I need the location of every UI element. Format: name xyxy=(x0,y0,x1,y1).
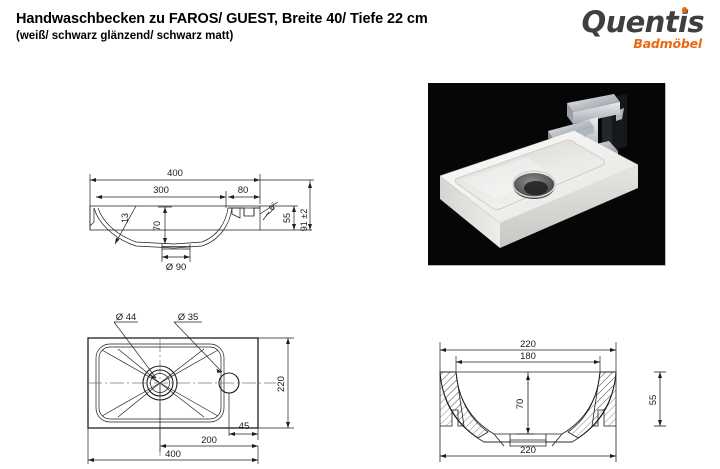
dim-side-depth-bottom: 220 xyxy=(520,445,536,456)
drain-rim-icon xyxy=(512,170,556,198)
faucet-spout-left-icon xyxy=(567,103,573,124)
dim-bowl-depth: 70 xyxy=(152,221,162,231)
dim-wall-thickness: 13 xyxy=(120,213,130,223)
page-title: Handwaschbecken zu FAROS/ GUEST, Breite … xyxy=(16,11,428,27)
drawing-plan-view: Ø 44 Ø 35 220 45 200 400 xyxy=(62,306,342,466)
dim-shelf-width: 80 xyxy=(238,185,249,196)
section-left-foot xyxy=(439,371,465,427)
basin-edge-line-icon xyxy=(499,164,639,224)
faucet-spout-front-icon xyxy=(573,102,620,124)
section-right-foot xyxy=(591,371,617,427)
document-header: Handwaschbecken zu FAROS/ GUEST, Breite … xyxy=(16,10,486,44)
dim-plan-width: 400 xyxy=(165,449,181,460)
drain-hole-icon xyxy=(524,181,548,195)
brand-logo: Quentis Badmöbel xyxy=(518,7,705,54)
dim-side-bowl-depth: 70 xyxy=(515,399,526,410)
drawing-front-section: 400 300 80 13 70 Ø 90 55 91 ±2 6° xyxy=(62,158,332,278)
dim-side-body-height: 55 xyxy=(648,395,659,406)
brand-wordmark: Quentis xyxy=(582,7,705,37)
brand-tagline: Badmöbel xyxy=(633,36,702,51)
basin-front-face-icon xyxy=(500,165,638,248)
dim-drain-center: 200 xyxy=(201,435,217,446)
dim-angle: 6° xyxy=(267,201,279,212)
page-subtitle: (weiß/ schwarz glänzend/ schwarz matt) xyxy=(16,30,234,43)
dim-plan-depth: 220 xyxy=(276,376,287,392)
basin-top-edge-icon xyxy=(439,130,639,177)
dim-bowl-width: 300 xyxy=(153,185,169,196)
dim-tap-hole: Ø 35 xyxy=(178,312,199,323)
product-photo xyxy=(428,83,666,266)
product-photo-render xyxy=(428,83,665,265)
basin-left-face-icon xyxy=(440,176,500,248)
dim-overall-width: 400 xyxy=(167,168,183,179)
drawing-side-section: 220 180 70 55 220 xyxy=(408,322,688,467)
dim-drain-outer: Ø 44 xyxy=(116,312,137,323)
dim-tap-offset: 45 xyxy=(239,421,250,432)
brand-accent-dot-icon xyxy=(681,7,687,13)
dim-drain-diameter: Ø 90 xyxy=(166,262,187,273)
dim-total-height: 91 ±2 xyxy=(299,209,309,231)
dim-side-depth-top: 220 xyxy=(520,339,536,350)
dim-bowl-opening: 180 xyxy=(520,351,536,362)
faucet-spout-top-icon xyxy=(567,94,620,112)
dim-body-height: 55 xyxy=(282,213,292,223)
faucet-lever-icon xyxy=(548,120,594,139)
basin-bowl-edge-icon xyxy=(454,139,606,210)
basin-bowl-highlight-icon xyxy=(462,157,548,199)
